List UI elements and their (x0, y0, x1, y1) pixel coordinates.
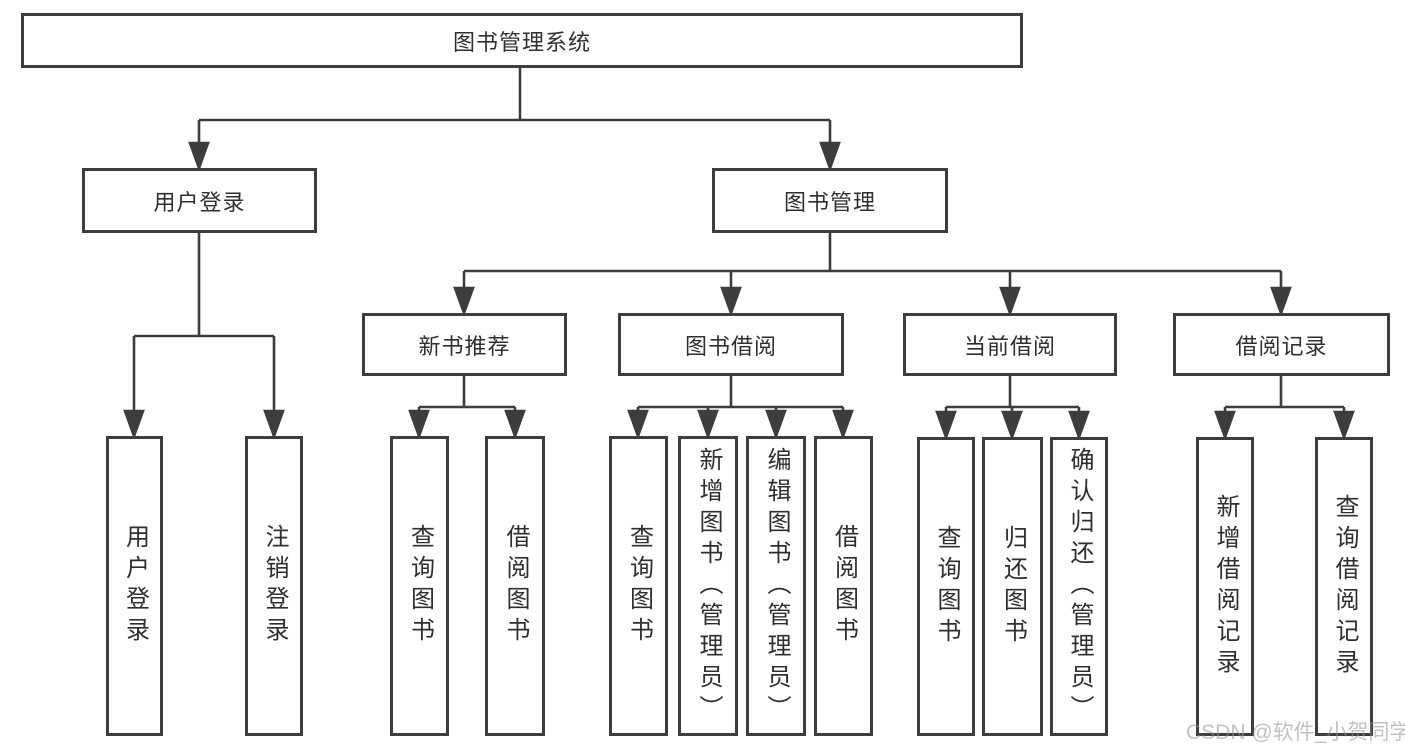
arrow-down-icon (1214, 410, 1236, 441)
connector-borrow-record-to-leaves (1214, 376, 1355, 441)
leaf-label: 用户登录 (121, 524, 149, 648)
arrow-down-icon (1333, 410, 1355, 441)
node-leaf-confirm-return-admin: 确认归还（管理员） (1050, 437, 1108, 736)
arrow-down-icon (1270, 286, 1292, 317)
arrow-down-icon (720, 286, 742, 317)
node-leaf-query-books-2: 查询图书 (609, 436, 668, 736)
connector-book-management-to-level3 (453, 233, 1292, 317)
connector-current-borrow-to-leaves (935, 376, 1090, 441)
node-current-borrowing: 当前借阅 (903, 313, 1117, 376)
arrow-down-icon (188, 141, 210, 172)
leaf-label: 归还图书 (999, 524, 1027, 649)
node-leaf-borrow-books-1: 借阅图书 (485, 436, 545, 736)
node-leaf-query-books-3: 查询图书 (917, 437, 975, 736)
node-leaf-borrow-books-2: 借阅图书 (814, 436, 873, 736)
connector-new-book-to-leaves (408, 376, 526, 440)
arrow-down-icon (697, 409, 719, 440)
arrow-down-icon (123, 409, 145, 440)
arrow-down-icon (627, 409, 649, 440)
arrow-down-icon (453, 286, 475, 317)
leaf-label: 借阅图书 (830, 524, 858, 648)
leaf-label: 查询借阅记录 (1331, 493, 1358, 680)
leaf-label: 查询图书 (625, 524, 653, 648)
leaf-label: 新增借阅记录 (1212, 493, 1239, 680)
node-user-login: 用户登录 (82, 168, 317, 233)
arrow-down-icon (832, 409, 854, 440)
arrow-down-icon (504, 409, 526, 440)
leaf-label: 查询图书 (933, 524, 960, 649)
node-borrowing-records: 借阅记录 (1173, 313, 1390, 376)
leaf-label: 新增图书（管理员） (695, 446, 722, 726)
node-book-borrowing: 图书借阅 (618, 313, 844, 376)
arrow-down-icon (1068, 410, 1090, 441)
node-leaf-query-borrow-record: 查询借阅记录 (1315, 437, 1373, 736)
node-leaf-add-book-admin: 新增图书（管理员） (678, 436, 738, 736)
leaf-label: 借阅图书 (502, 524, 529, 648)
node-leaf-return-books: 归还图书 (982, 437, 1043, 736)
node-leaf-edit-book-admin: 编辑图书（管理员） (746, 436, 806, 736)
csdn-watermark: CSDN @软件_小贺同学 (1186, 721, 1405, 744)
arrow-down-icon (1001, 410, 1023, 441)
arrow-down-icon (408, 409, 430, 440)
node-leaf-add-borrow-record: 新增借阅记录 (1196, 437, 1254, 736)
node-new-book-recommendation: 新书推荐 (362, 313, 567, 376)
arrow-down-icon (765, 409, 787, 440)
connector-root-to-level2 (188, 68, 841, 172)
node-leaf-query-books-1: 查询图书 (390, 436, 449, 736)
node-book-management: 图书管理 (712, 168, 948, 233)
node-leaf-user-login: 用户登录 (106, 436, 163, 736)
arrow-down-icon (999, 286, 1021, 317)
node-library-management-system: 图书管理系统 (21, 13, 1023, 68)
leaf-label: 查询图书 (406, 524, 434, 648)
arrow-down-icon (935, 410, 957, 441)
arrow-down-icon (819, 141, 841, 172)
node-leaf-logout: 注销登录 (245, 436, 303, 736)
leaf-label: 注销登录 (261, 524, 288, 648)
connector-book-borrow-to-leaves (627, 376, 854, 440)
leaf-label: 确认归还（管理员） (1066, 447, 1093, 726)
connector-user-login-to-leaves (123, 233, 285, 440)
arrow-down-icon (263, 409, 285, 440)
leaf-label: 编辑图书（管理员） (763, 446, 790, 726)
